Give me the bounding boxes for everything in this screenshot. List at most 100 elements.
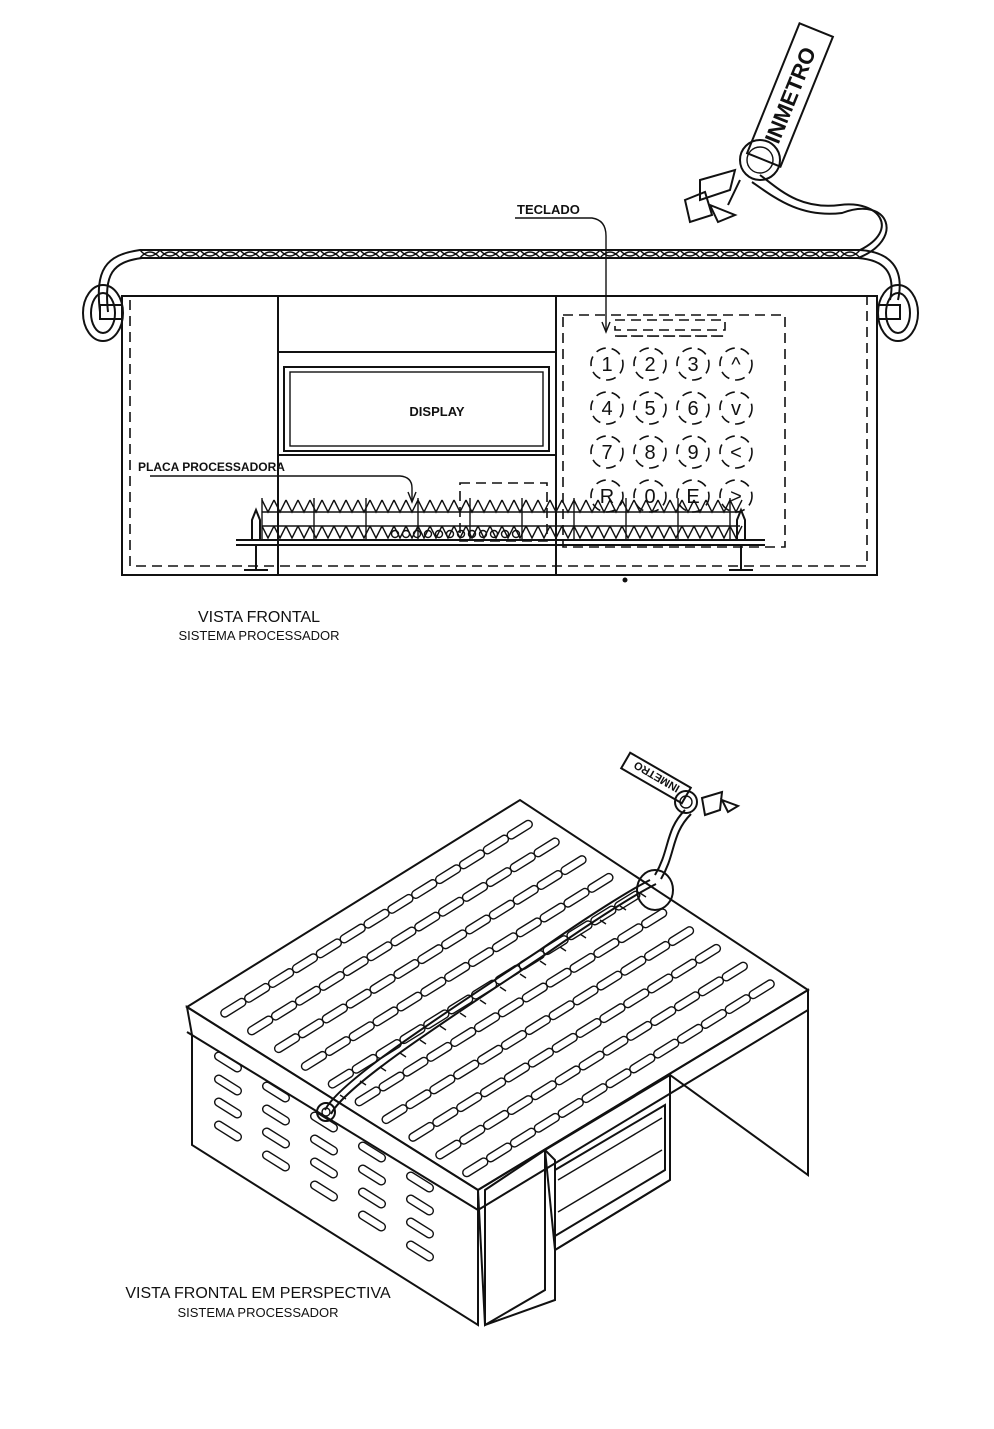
- vent-slot: [432, 1107, 459, 1127]
- vent-slots-top: [220, 819, 775, 1178]
- vent-slot: [652, 1038, 680, 1059]
- vent-slot: [521, 982, 548, 1003]
- side-vent-slot: [357, 1187, 387, 1209]
- board-pin: [401, 529, 411, 539]
- vent-slot: [509, 1127, 537, 1148]
- keypad-key-label: E: [686, 486, 699, 508]
- vent-slot: [554, 1065, 581, 1086]
- vent-slot: [467, 947, 495, 968]
- vent-slot: [387, 893, 414, 914]
- keypad-key-label: 3: [687, 354, 698, 376]
- side-vent-slot: [405, 1171, 435, 1193]
- processor-board: [236, 482, 765, 571]
- vent-slot: [318, 970, 346, 991]
- keypad-key: >: [719, 479, 753, 513]
- vent-slot: [563, 887, 590, 908]
- vent-slot: [479, 1077, 507, 1098]
- vent-slot: [512, 884, 539, 905]
- vent-slot: [291, 953, 319, 974]
- vent-slot: [497, 997, 525, 1018]
- front-view-title: VISTA FRONTAL: [198, 609, 320, 626]
- vent-slot: [593, 938, 620, 959]
- vent-slot: [456, 1092, 483, 1113]
- inmetro-seal: INMETRO: [683, 22, 835, 224]
- vent-slot: [476, 1044, 504, 1065]
- vent-slot: [440, 929, 468, 950]
- vent-slot: [694, 943, 722, 964]
- vent-slot: [623, 988, 650, 1009]
- side-vent-slot: [261, 1127, 291, 1149]
- vent-slot: [464, 914, 492, 935]
- front-view: INMETRO DISPLAY: [82, 22, 919, 643]
- keypad-key: <: [719, 435, 753, 469]
- inmetro-seal-perspective: INMETRO: [619, 751, 741, 817]
- display: DISPLAY: [283, 366, 550, 452]
- keypad-key: 4: [590, 391, 624, 425]
- vent-slot: [244, 982, 271, 1003]
- vent-slot: [629, 1053, 656, 1074]
- side-vent-slot: [261, 1150, 291, 1172]
- front-view-subtitle: SISTEMA PROCESSADOR: [178, 628, 339, 643]
- side-vent-slot: [309, 1180, 339, 1202]
- vent-slot: [551, 1032, 578, 1053]
- vent-slot: [294, 985, 322, 1006]
- vent-slot: [411, 879, 438, 900]
- vent-slot: [548, 1000, 575, 1021]
- vent-slot: [485, 1142, 513, 1163]
- vent-slot: [321, 1003, 349, 1024]
- vent-slot: [402, 1056, 429, 1077]
- vent-slot: [482, 834, 510, 855]
- board-pin: [423, 529, 433, 539]
- keypad-key: ^: [719, 347, 753, 381]
- vent-slot: [649, 1006, 677, 1027]
- keypad-key-label: 6: [687, 398, 698, 420]
- vent-slot: [524, 1015, 552, 1036]
- side-vent-slot: [357, 1164, 387, 1186]
- vent-slot: [429, 1074, 456, 1095]
- side-vent-slot: [261, 1081, 291, 1103]
- vent-slot: [557, 1097, 584, 1118]
- vent-slot: [724, 994, 751, 1015]
- vent-slot: [506, 1095, 534, 1116]
- vent-slot: [297, 1018, 325, 1039]
- vent-slots-side: [213, 1051, 435, 1262]
- vent-slot: [643, 940, 671, 961]
- side-vent-slot: [357, 1210, 387, 1232]
- vent-slot: [503, 1062, 531, 1083]
- vent-slot: [327, 1068, 355, 1089]
- vent-slot: [443, 961, 471, 982]
- keypad-key-label: 0: [644, 486, 655, 508]
- side-vent-slot: [309, 1157, 339, 1179]
- vent-slot: [676, 1023, 704, 1044]
- vent-slot: [270, 1000, 298, 1021]
- vent-slot: [220, 997, 247, 1018]
- vent-slot: [324, 1036, 352, 1057]
- vent-slot: [369, 973, 396, 994]
- vent-slot: [581, 1083, 608, 1104]
- vent-slot: [667, 926, 695, 947]
- keypad-key: 5: [633, 391, 667, 425]
- side-vent-slot: [213, 1120, 243, 1142]
- vent-slot: [348, 1021, 375, 1042]
- vent-slot: [602, 1035, 629, 1056]
- side-vent-slot: [213, 1097, 243, 1119]
- vent-slot: [494, 964, 522, 985]
- side-vent-slot: [261, 1104, 291, 1126]
- enclosure-front: [121, 295, 878, 576]
- vent-slot: [533, 1112, 561, 1133]
- keypad-key-label: 9: [687, 442, 698, 464]
- vent-slot: [434, 864, 462, 885]
- teclado-label: TECLADO: [517, 202, 580, 217]
- vent-slot: [345, 988, 372, 1009]
- keypad-display: [614, 319, 726, 337]
- vent-slot: [461, 881, 489, 902]
- vent-slot: [506, 819, 533, 840]
- vent-slot: [396, 991, 423, 1012]
- vent-slot: [748, 979, 775, 1000]
- vent-slot: [459, 1124, 486, 1145]
- vent-slot: [273, 1033, 301, 1054]
- vent-slot: [473, 1012, 501, 1033]
- keypad-key: 3: [676, 347, 710, 381]
